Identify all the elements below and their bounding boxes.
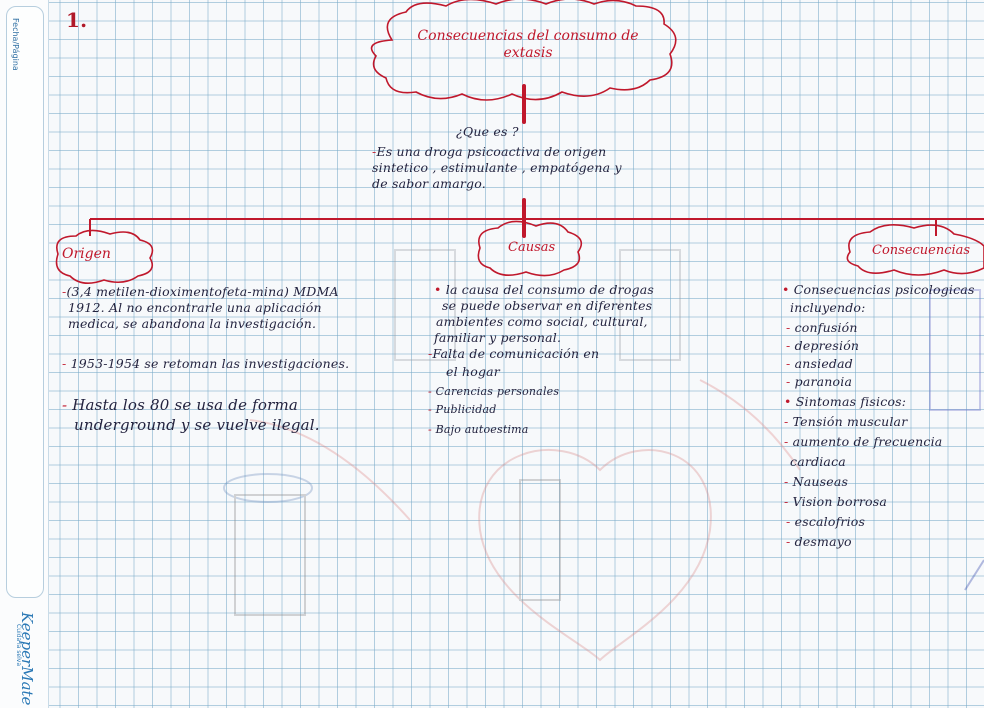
sketch-figure-top [394,249,456,361]
consecuencias-line-3: - confusión [786,320,858,335]
bullet-mark: - [784,494,789,509]
sketch-figure-top2 [619,249,681,361]
bullet-mark: • [782,282,790,297]
que-es-line-3: de sabor amargo. [372,176,486,191]
bullet-mark: - [428,385,432,398]
origen-line-2: 1912. Al no encontrarle una aplicación [68,300,322,315]
date-box [6,6,44,598]
causas-line-6: el hogar [446,364,500,379]
consecuencias-line-9: - aumento de frecuencia [784,434,943,449]
bullet-mark: - [786,534,791,549]
consecuencias-line-13: - escalofrios [786,514,866,529]
que-es-line-1: -Es una droga psicoactiva de origen [372,144,607,159]
consecuencias-line-1: • Consecuencias psicologicas [782,282,975,297]
sketch-figure-center [519,479,561,601]
causas-line-4: familiar y personal. [434,330,562,345]
consecuencias-line-8: - Tensión muscular [784,414,908,429]
bullet-mark: - [784,474,789,489]
causas-cloud [477,220,583,277]
que-es-question: ¿Que es ? [456,124,519,139]
bullet-mark: - [62,356,67,371]
consecuencias-line-6: - paranoia [786,374,853,389]
causas-line-2: se puede observar en diferentes [442,298,653,313]
bullet-mark: - [428,403,432,416]
sketch-figure-left [234,494,306,616]
causas-title: Causas [508,240,556,255]
notebook-margin: Fecha/Página KeeperMate Cuida la selva [0,0,49,708]
bullet-mark: - [786,356,791,371]
bullet-mark: - [786,374,791,389]
bullet-mark: - [62,396,68,414]
consecuencias-line-7: • Sintomas fisicos: [784,394,907,409]
sketch-pen-stroke [964,559,984,591]
sketch-heart [478,449,712,662]
que-es-line-2: sintetico , estimulante , empatógena y [372,160,622,175]
consecuencias-title: Consecuencias [872,243,971,258]
consecuencias-line-5: - ansiedad [786,356,853,371]
bullet-mark: - [786,320,791,335]
origen-line-5: - Hasta los 80 se usa de forma [62,396,299,414]
page-number: 1. [66,8,88,32]
origen-line-3: medica, se abandona la investigación. [68,316,317,331]
consecuencias-line-4: - depresión [786,338,860,353]
title-cloud [370,0,677,101]
bullet-mark: - [784,434,789,449]
consecuencias-line-12: - Vision borrosa [784,494,888,509]
sketch-line-right [699,379,801,471]
causas-line-3: ambientes como social, cultural, [436,314,648,329]
origen-title: Origen [62,246,111,262]
bullet-mark: • [784,394,792,409]
bullet-mark: - [372,144,377,159]
causas-line-1: • la causa del consumo de drogas [434,282,655,297]
origen-line-4: - 1953-1954 se retoman las investigacion… [62,356,350,371]
sketch-figure-right [929,289,981,411]
consecuencias-cloud [846,224,984,276]
bullet-mark: - [786,514,791,529]
causas-line-5: -Falta de comunicación en [428,346,600,361]
bullet-mark: - [62,284,67,299]
causas-line-8: - Publicidad [428,403,497,416]
bullet-mark: - [428,346,433,361]
bullet-mark: - [786,338,791,353]
origen-cloud [55,229,154,284]
causas-line-9: - Bajo autoestima [428,423,529,436]
causas-line-7: - Carencias personales [428,385,560,398]
consecuencias-line-2: incluyendo: [790,300,866,315]
sketch-halo [223,473,313,503]
bullet-mark: - [428,423,432,436]
origen-line-6: underground y se vuelve ilegal. [74,416,320,434]
consecuencias-line-11: - Nauseas [784,474,849,489]
consecuencias-line-14: - desmayo [786,534,852,549]
sketch-line-left [249,419,411,521]
bullet-mark: - [784,414,789,429]
bullet-mark: • [434,282,442,297]
map-title: Consecuencias del consumo de extasis [417,28,639,61]
consecuencias-line-10: cardiaca [790,454,846,469]
origen-line-1: -(3,4 metilen-dioximentofeta-mina) MDMA [62,284,339,299]
